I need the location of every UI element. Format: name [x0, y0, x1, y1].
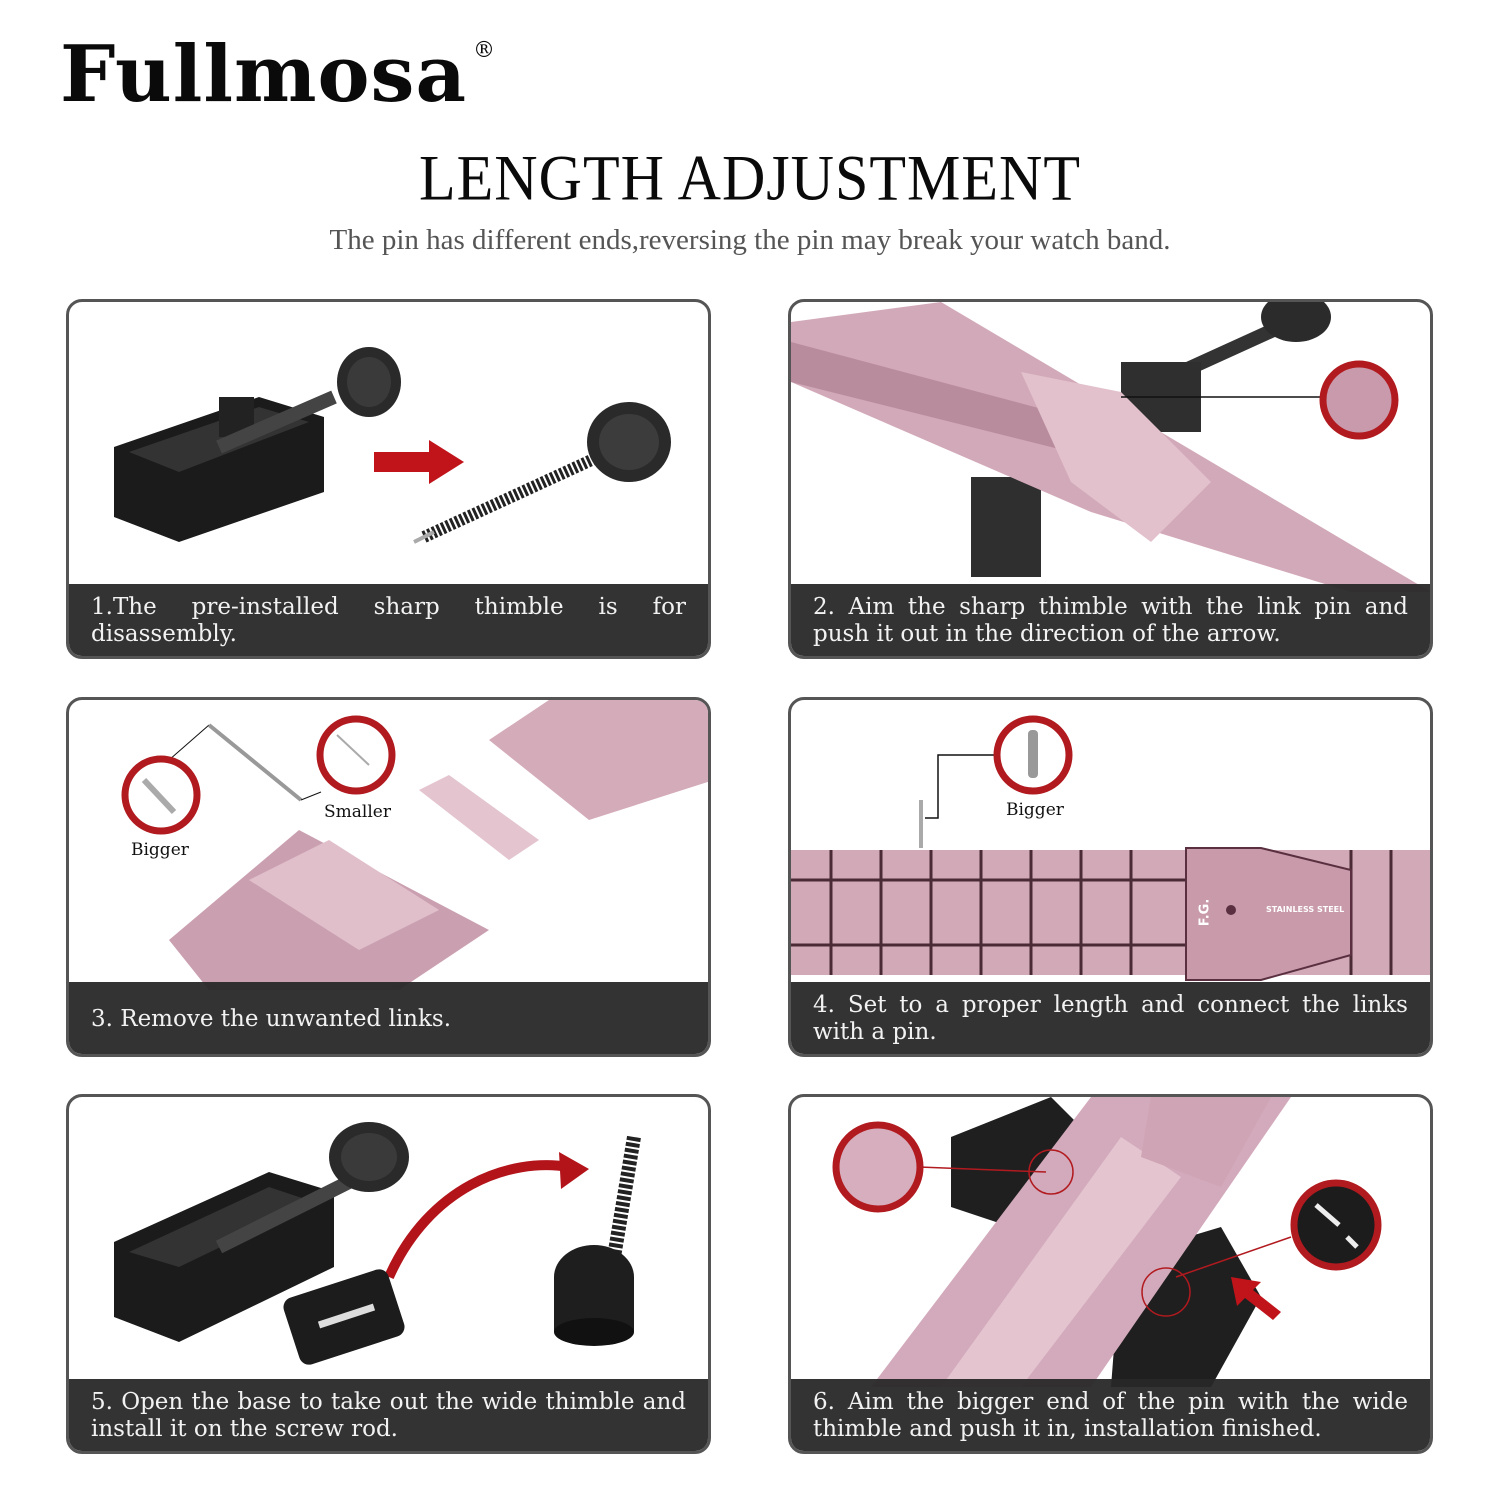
step-5-illustration — [69, 1097, 708, 1379]
watch-band-icon — [791, 847, 1430, 981]
magnifier-ring-icon — [1319, 360, 1399, 440]
step-6-illustration — [791, 1097, 1430, 1387]
clasp-brand-text: F.G. — [1197, 898, 1213, 927]
step-3-illustration: Smaller Bigger — [69, 700, 708, 990]
step-3-caption: 3. Remove the unwanted links. — [69, 982, 708, 1054]
step-2-illustration — [791, 302, 1430, 592]
magnifier-ring-icon — [832, 1121, 924, 1213]
screw-thimble-icon — [554, 1135, 641, 1346]
registered-mark: ® — [473, 38, 496, 63]
step-1-caption: 1.The pre-installed sharp thimble is for… — [69, 584, 708, 656]
curved-arrow-icon — [384, 1160, 570, 1280]
pin-tool-icon — [114, 347, 401, 542]
watch-band-icon — [169, 700, 708, 990]
bigger-label: Bigger — [131, 840, 189, 860]
step-6-caption: 6. Aim the bigger end of the pin with th… — [791, 1379, 1430, 1451]
arrow-up-left-icon — [1231, 1277, 1281, 1320]
screw-thimble-icon — [413, 402, 671, 544]
step-1-illustration — [69, 302, 708, 584]
pin-tool-icon — [114, 1122, 409, 1342]
clasp-material-text: STAINLESS STEEL — [1266, 905, 1345, 914]
step-card-3: Smaller Bigger 3. Remove the unwanted li… — [66, 697, 711, 1057]
page-subtitle: The pin has different ends,reversing the… — [329, 224, 1171, 256]
brand-name: Fullmosa — [60, 29, 467, 120]
step-card-6: 6. Aim the bigger end of the pin with th… — [788, 1094, 1433, 1454]
arrow-right-icon — [374, 440, 464, 484]
step-card-1: 1.The pre-installed sharp thimble is for… — [66, 299, 711, 659]
step-4-illustration: Bigger F.G. STAINLESS STEEL — [791, 700, 1430, 982]
watch-band-icon — [791, 302, 1430, 592]
step-card-5: 5. Open the base to take out the wide th… — [66, 1094, 711, 1454]
smaller-end-ring-icon — [316, 715, 396, 795]
step-5-caption: 5. Open the base to take out the wide th… — [69, 1379, 708, 1451]
step-4-caption: 4. Set to a proper length and connect th… — [791, 982, 1430, 1054]
watch-band-icon — [871, 1097, 1291, 1387]
step-2-caption: 2. Aim the sharp thimble with the link p… — [791, 584, 1430, 656]
brand-logo: Fullmosa® — [60, 36, 496, 114]
wide-thimble-icon — [283, 1269, 405, 1365]
step-card-4: Bigger F.G. STAINLESS STEEL 4. Set to a … — [788, 697, 1433, 1057]
step-card-2: 2. Aim the sharp thimble with the link p… — [788, 299, 1433, 659]
clasp-icon — [1185, 847, 1352, 981]
smaller-label: Smaller — [324, 802, 391, 822]
bigger-label: Bigger — [1006, 800, 1064, 820]
page-title: LENGTH ADJUSTMENT — [419, 142, 1081, 214]
pin-diagram — [121, 715, 396, 835]
pin-tool-icon — [971, 302, 1331, 577]
